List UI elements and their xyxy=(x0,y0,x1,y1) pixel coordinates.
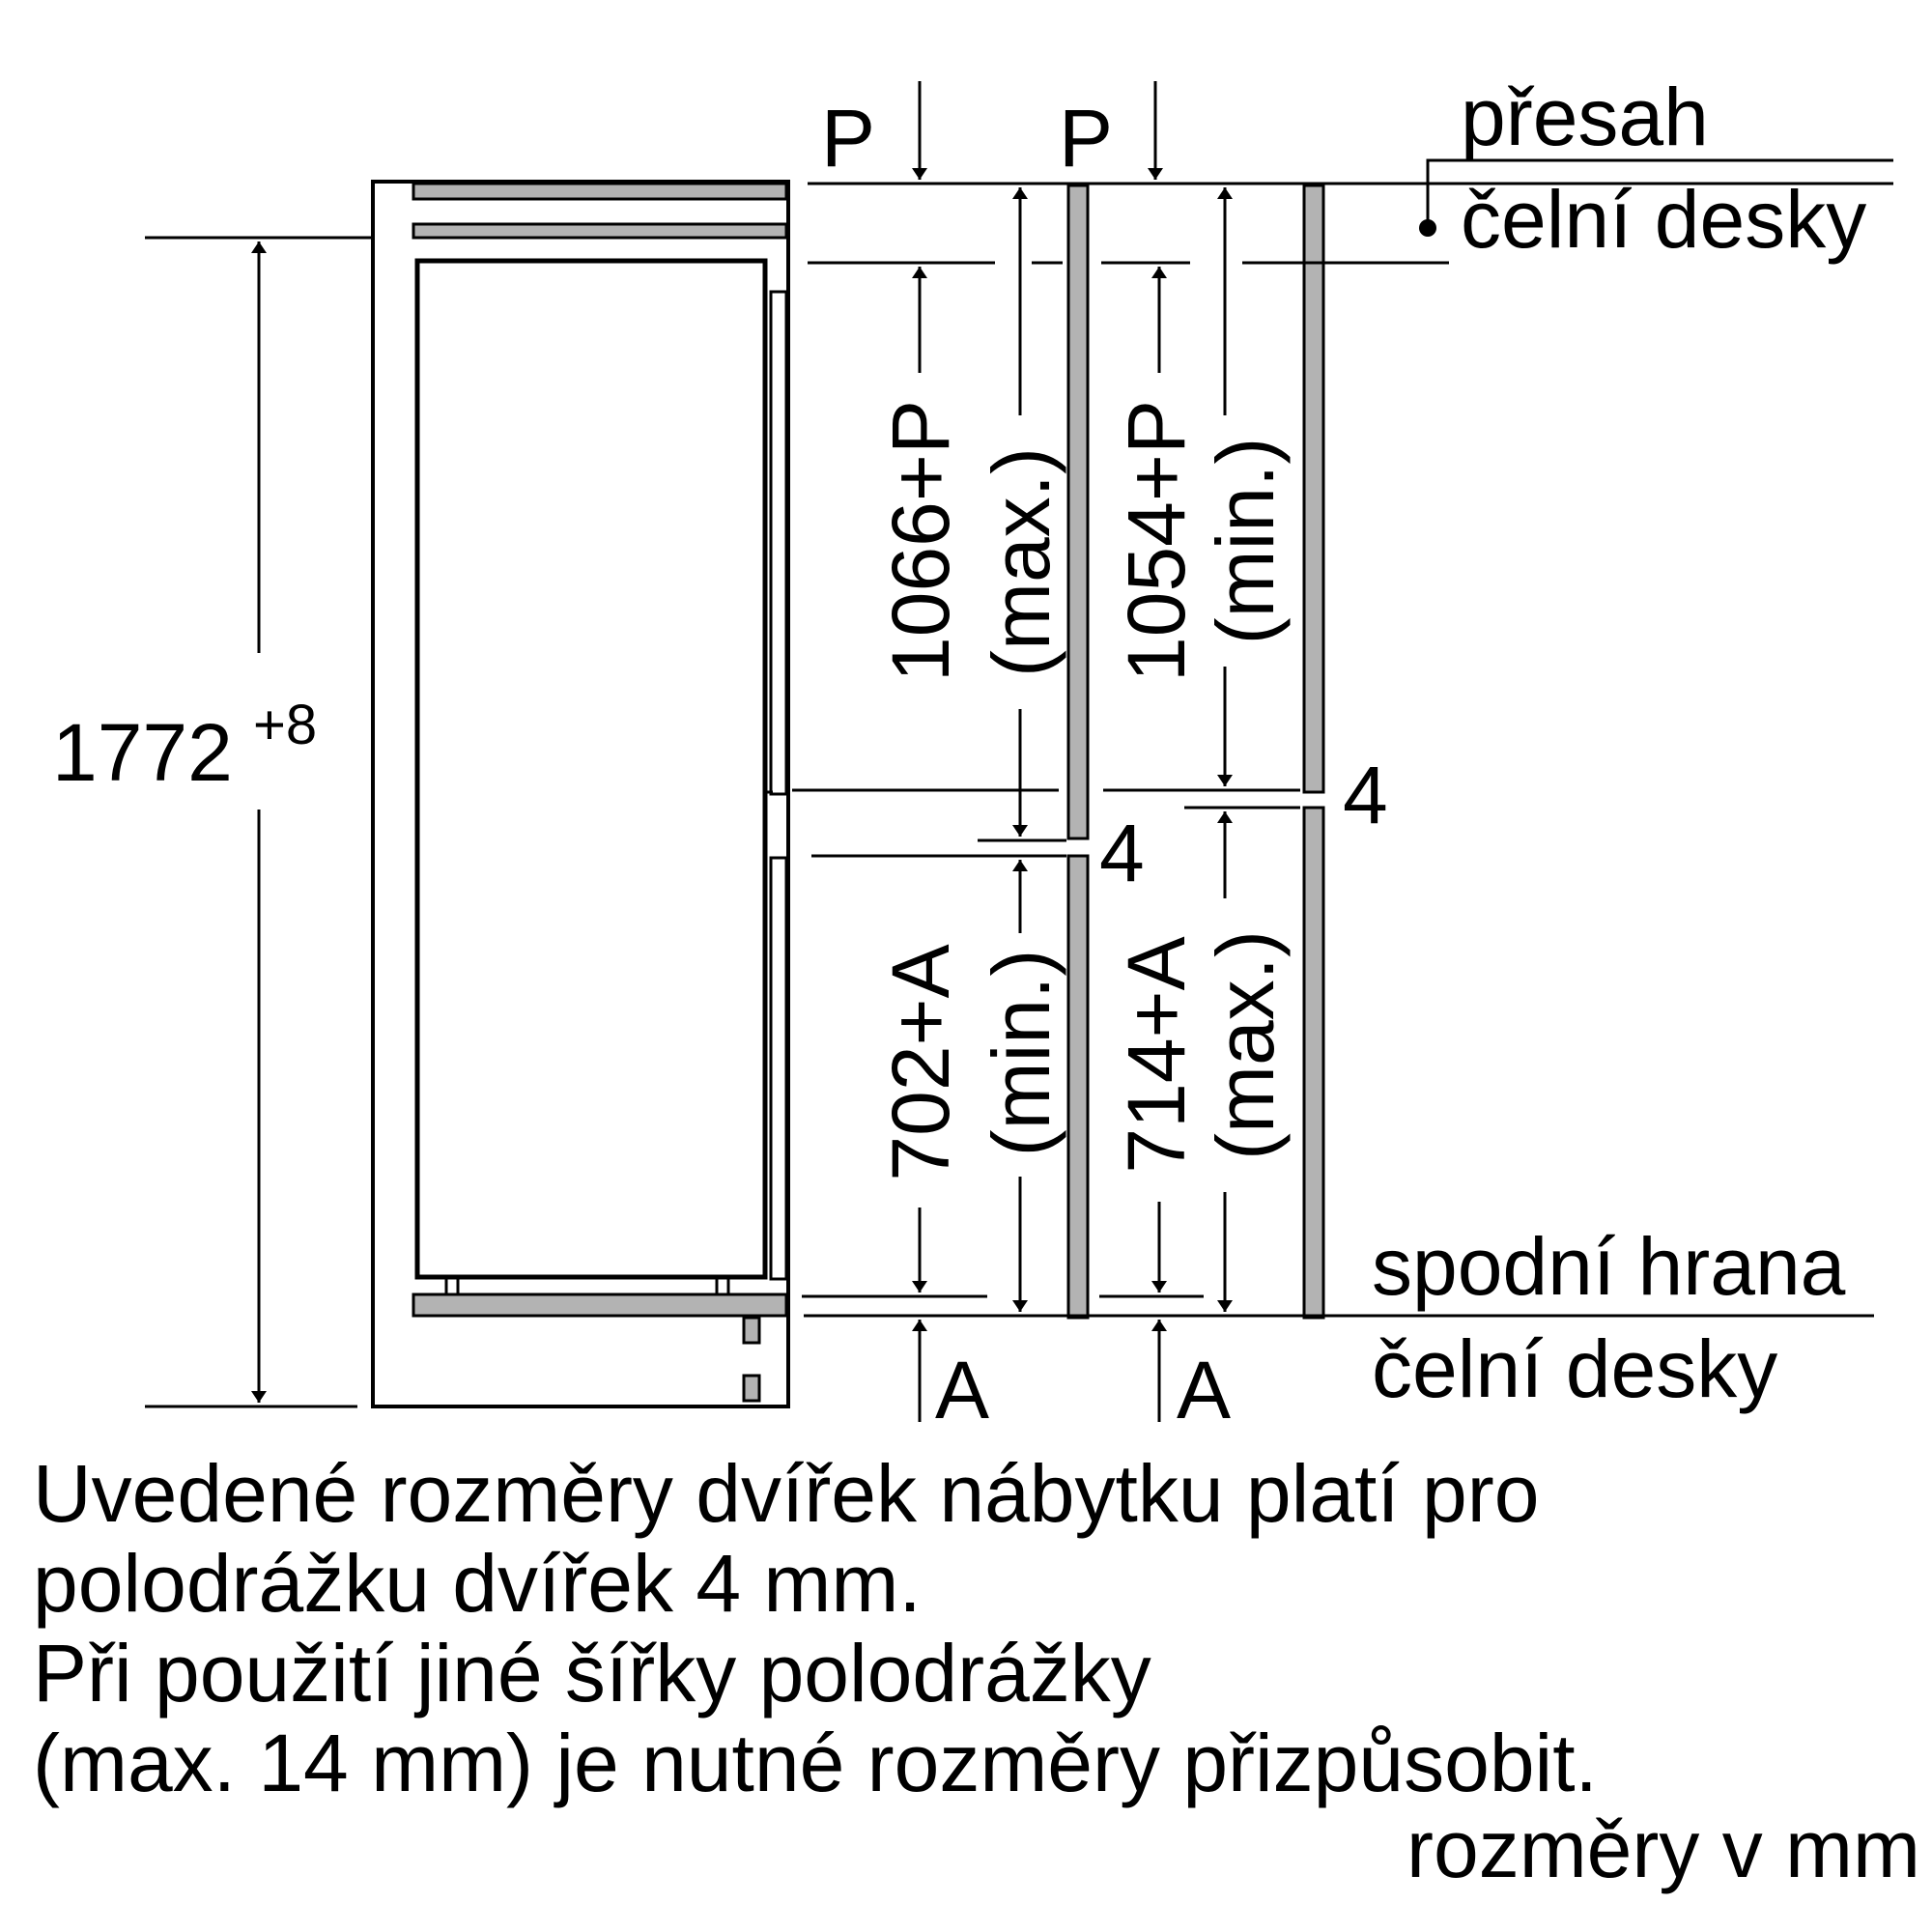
overhang-label-line2: čelní desky xyxy=(1461,174,1866,265)
total-height-value: 1772 xyxy=(52,707,233,798)
gap-label-left: 4 xyxy=(1099,808,1145,898)
lower-left-qualifier: (min.) xyxy=(976,950,1066,1157)
total-height-tolerance: +8 xyxy=(253,694,317,756)
top-rail-2 xyxy=(412,222,788,240)
lower-right-qualifier: (max.) xyxy=(1200,930,1291,1160)
dimension-arrows xyxy=(912,81,1233,1422)
bottom-rail xyxy=(412,1293,788,1318)
installation-note: Uvedené rozměry dvířek nábytku platí pro… xyxy=(33,1449,1926,1808)
a-label-left: A xyxy=(935,1345,989,1435)
lower-door-right xyxy=(1302,806,1325,1320)
units-note: rozměry v mm xyxy=(1406,1804,1920,1894)
vent-1 xyxy=(742,1316,761,1345)
upper-left-qualifier: (max.) xyxy=(976,447,1066,677)
p-label-right: P xyxy=(1059,93,1113,184)
overhang-label-line1: přesah xyxy=(1461,71,1709,162)
lower-door-left xyxy=(1066,854,1090,1320)
niche-outline xyxy=(371,180,790,1408)
upper-door-right xyxy=(1302,184,1325,794)
top-rail-1 xyxy=(412,182,788,201)
lower-right-dimension: 714+A xyxy=(1111,936,1202,1173)
foot-1 xyxy=(444,1275,460,1296)
bottom-edge-label-line2: čelní desky xyxy=(1372,1323,1777,1414)
note-line-2: polodrážku dvířek 4 mm. xyxy=(33,1538,922,1629)
upper-right-dimension: 1054+P xyxy=(1111,400,1202,682)
overhang-dot xyxy=(1419,219,1436,237)
lower-left-dimension: 702+A xyxy=(875,944,966,1180)
appliance-body xyxy=(414,258,768,1280)
door-panels xyxy=(1066,184,1325,1320)
upper-right-qualifier: (min.) xyxy=(1200,438,1291,645)
note-line-3: Při použití jiné šířky polodrážky xyxy=(33,1628,1151,1719)
foot-2 xyxy=(715,1275,730,1296)
vent-2 xyxy=(742,1374,761,1403)
overhang-leader xyxy=(1426,158,1893,228)
note-line-1: Uvedené rozměry dvířek nábytku platí pro xyxy=(33,1448,1540,1539)
bottom-edge-label-line1: spodní hrana xyxy=(1372,1221,1846,1312)
note-line-4: (max. 14 mm) je nutné rozměry přizpůsobi… xyxy=(33,1718,1598,1808)
reference-lines xyxy=(792,182,1893,1318)
gap-label-right: 4 xyxy=(1343,750,1388,840)
upper-door-left xyxy=(1066,184,1090,840)
a-label-right: A xyxy=(1177,1345,1231,1435)
p-label-left: P xyxy=(821,93,875,184)
upper-hinge xyxy=(769,290,788,796)
upper-left-dimension: 1066+P xyxy=(875,400,966,682)
total-height-dimension xyxy=(145,236,372,1408)
appliance-drawing xyxy=(371,180,790,1408)
lower-hinge xyxy=(769,856,788,1281)
